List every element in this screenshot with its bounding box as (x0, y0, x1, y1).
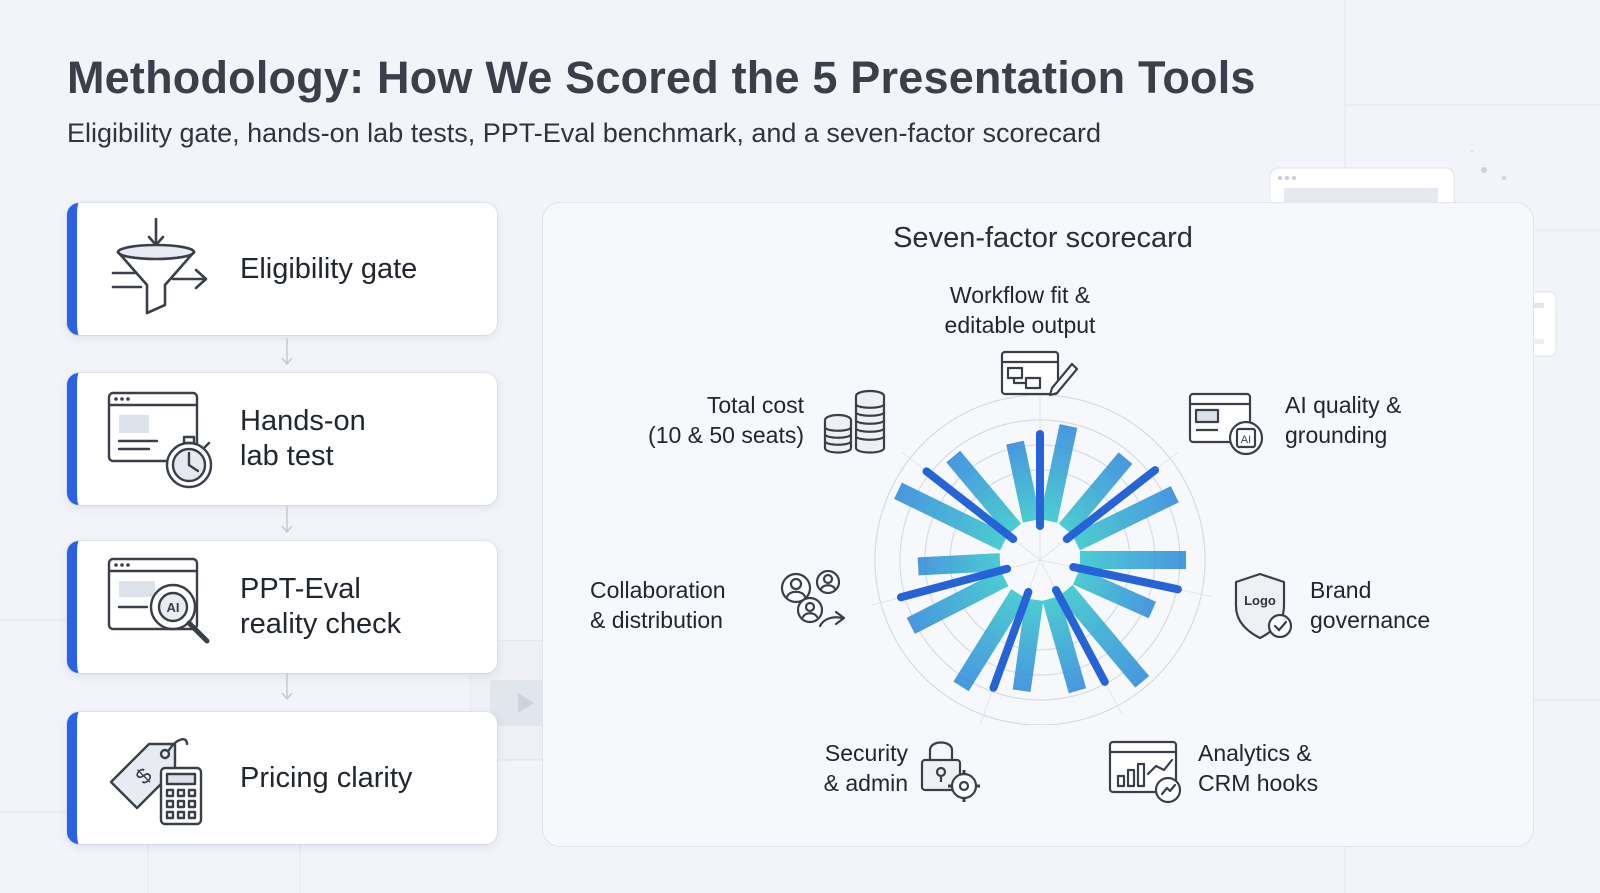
step-label: PPT-Eval reality check (240, 573, 402, 640)
radar-bar (896, 564, 1012, 602)
factor-workflow-fit: Workflow fit & editable output (944, 282, 1096, 338)
factor-brand-governance: Brand governance (1310, 577, 1431, 633)
step-ppt-eval-reality-check: AI PPT-Eval reality check (67, 541, 497, 673)
browser-ai-chip-icon: AI (1188, 392, 1264, 456)
radar-wedge (894, 482, 1008, 551)
radar-wedge (1058, 584, 1150, 688)
logo-badge-text: Logo (1244, 593, 1276, 608)
radar-wedge (1072, 568, 1157, 619)
radar-wedge (1012, 598, 1044, 692)
radar-scorecard-graphic (870, 395, 1212, 725)
browser-ai-magnifier-icon: AI (107, 557, 210, 644)
factor-collaboration-distribution: Collaboration & distribution (590, 577, 726, 633)
radar-bar (989, 587, 1033, 692)
browser-edit-icon (1000, 350, 1079, 397)
radar-bar (1036, 430, 1044, 530)
price-tag-calculator-icon: $ (109, 738, 203, 826)
radar-wedge (1006, 440, 1041, 523)
page-title: Methodology: How We Scored the 5 Present… (67, 52, 1256, 103)
factor-total-cost: Total cost (10 & 50 seats) (648, 392, 804, 448)
radar-bar (1069, 563, 1182, 594)
factor-security-admin: Security & admin (823, 740, 908, 796)
radar-wedge (1058, 452, 1133, 536)
step-label: Pricing clarity (240, 761, 413, 794)
radar-bar (1051, 586, 1109, 686)
analytics-chart-icon (1108, 740, 1182, 804)
step-connector-arrow (281, 506, 293, 534)
radar-bar (1062, 466, 1160, 544)
radar-wedge (906, 570, 1009, 634)
scorecard-title: Seven-factor scorecard (893, 222, 1193, 254)
funnel-arrow-icon (111, 217, 208, 315)
step-pricing-clarity: $ Pricing clarity (67, 712, 497, 844)
step-label: Hands-on lab test (240, 405, 366, 472)
ai-chip-text: AI (1241, 434, 1251, 446)
radar-wedge (953, 589, 1027, 692)
factor-ai-quality: AI quality & grounding (1285, 392, 1402, 448)
factor-analytics-crm: Analytics & CRM hooks (1198, 740, 1319, 796)
radar-bar (922, 467, 1018, 544)
page-subtitle: Eligibility gate, hands-on lab tests, PP… (67, 118, 1102, 148)
radar-wedge (917, 553, 1001, 576)
browser-stopwatch-icon (107, 391, 213, 489)
step-eligibility-gate: Eligibility gate (67, 203, 497, 335)
users-share-icon (780, 570, 846, 628)
shield-logo-icon: Logo (1234, 572, 1293, 640)
radar-wedge (1039, 424, 1078, 523)
lock-gear-icon (920, 741, 980, 802)
ai-chip-text: AI (167, 600, 180, 615)
coin-stacks-icon (823, 389, 886, 454)
radar-wedge (1072, 486, 1179, 551)
step-connector-arrow (281, 673, 293, 701)
radar-wedge (1080, 551, 1186, 569)
step-label: Eligibility gate (240, 252, 418, 285)
radar-wedge (946, 450, 1022, 536)
step-hands-on-lab-test: Hands-on lab test (67, 373, 497, 505)
step-connector-arrow (281, 338, 293, 366)
radar-wedge (1042, 595, 1087, 694)
